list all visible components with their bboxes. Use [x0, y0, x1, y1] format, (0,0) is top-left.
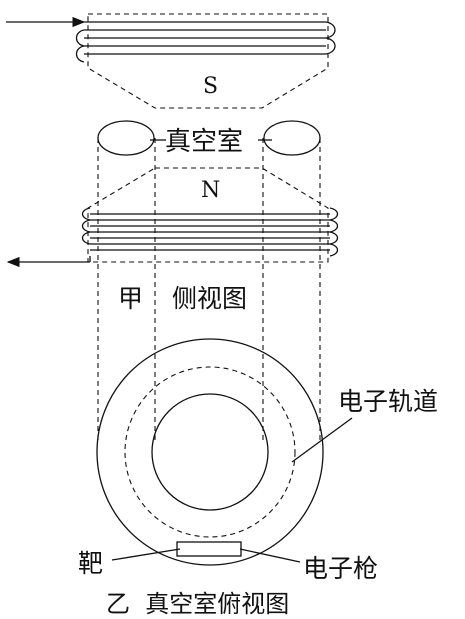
electron-gun-label: 电子枪: [303, 554, 378, 583]
magnet-n-label: N: [201, 178, 220, 203]
electron-orbit-label: 电子轨道: [338, 387, 438, 416]
chamber-outer-wall: [96, 338, 324, 566]
top-magnet-pole: [87, 13, 329, 109]
bottom-coil: [6, 207, 339, 268]
chamber-inner-wall: [151, 393, 269, 511]
electron-orbit-circle: [124, 366, 296, 538]
figure-a-caption: 侧视图: [172, 284, 247, 313]
vacuum-chamber-left-section: [97, 120, 155, 156]
electron-gun-target-box: [176, 541, 242, 557]
figure-b-caption: 乙 真空室俯视图: [106, 590, 289, 618]
target-label: 靶: [78, 549, 103, 578]
vacuum-chamber-right-section: [263, 120, 321, 156]
figure-a-letter: 甲: [118, 284, 143, 313]
top-coil: [6, 16, 336, 63]
vacuum-chamber-label: 真空室: [165, 127, 243, 157]
magnet-s-label: S: [203, 74, 218, 99]
